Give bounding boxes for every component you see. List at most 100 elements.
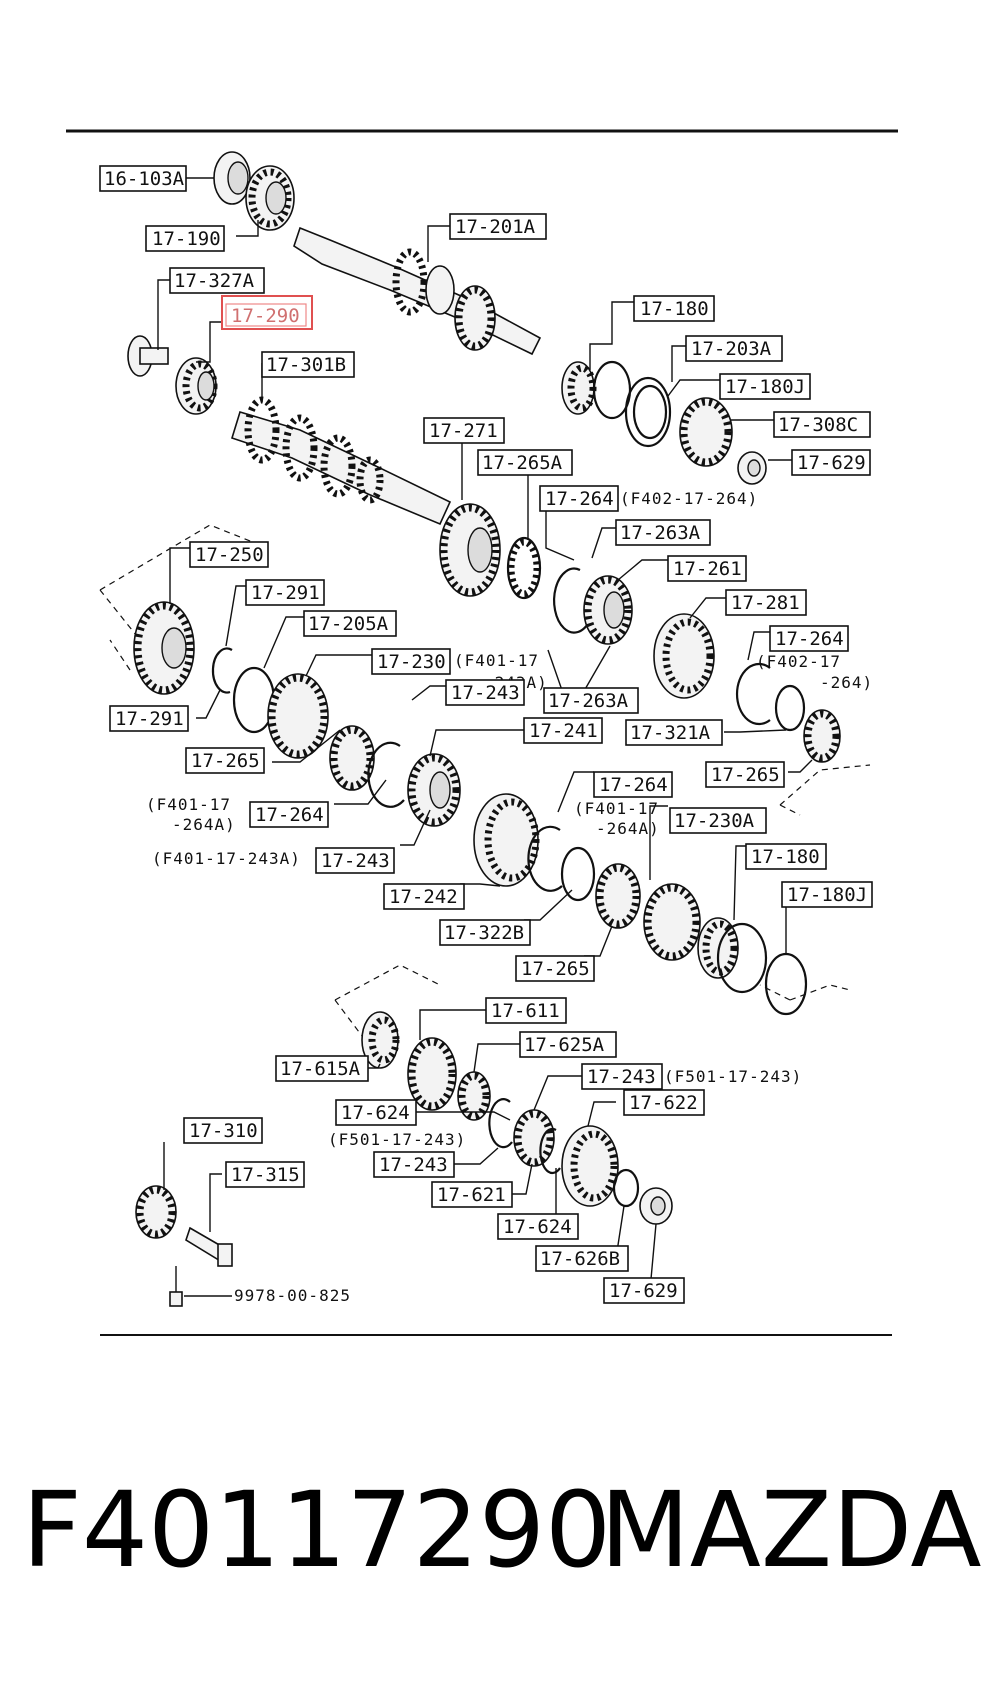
callout-17-243-b: 17-243 [315, 847, 395, 874]
callout-17-321A: 17-321A [625, 719, 723, 746]
callout-text: 17-180 [751, 846, 820, 868]
brand-name: MAZDA [600, 1469, 982, 1591]
clip-17-264-a-icon [553, 567, 591, 634]
note-f402-17-264: (F402-17-264) [620, 489, 758, 508]
gear-17-611-icon [407, 1037, 457, 1111]
callout-17-241: 17-241 [523, 717, 603, 744]
clip-17-291-icon [211, 647, 233, 694]
callout-17-327A: 17-327A [169, 267, 265, 294]
bolt-9978-00-825-icon [169, 1266, 183, 1307]
callout-text: 17-321A [630, 722, 711, 744]
callout-17-264-b: 17-264 [769, 625, 849, 652]
callout-17-265A: 17-265A [477, 449, 573, 476]
callout-17-629-top: 17-629 [791, 449, 871, 476]
group-outline-output [334, 964, 441, 1041]
callout-17-230A: 17-230A [669, 807, 767, 834]
exploded-parts-diagram: 16-103A 17-190 17-201A 17-327A 17-290 17… [66, 129, 898, 1336]
callout-17-624-b: 17-624 [497, 1213, 579, 1240]
callout-17-243-c: 17-243 [581, 1063, 663, 1090]
callout-text: 17-180 [640, 298, 709, 320]
callout-17-301B: 17-301B [261, 351, 355, 378]
callout-text: 17-621 [437, 1184, 506, 1206]
sleeve-17-281-icon [653, 613, 715, 699]
callout-text: 17-611 [491, 1000, 560, 1022]
ring-17-265-lower-icon [595, 863, 641, 929]
callout-text: 17-265 [711, 764, 780, 786]
callout-17-281: 17-281 [725, 589, 807, 616]
note-9978-00-825: 9978-00-825 [234, 1286, 351, 1305]
note-f401-17-243A-full: (F401-17-243A) [152, 849, 301, 868]
callout-text: 17-290 [231, 305, 300, 327]
callout-17-180J-lower: 17-180J [781, 881, 873, 908]
callout-17-622: 17-622 [623, 1089, 705, 1116]
callout-text: 17-203A [691, 338, 772, 360]
callout-17-625A: 17-625A [519, 1031, 617, 1058]
callout-17-310: 17-310 [183, 1117, 263, 1144]
note-f401-17-264A-b-line2: -264A) [596, 819, 660, 838]
gear-17-310-icon [135, 1185, 177, 1239]
cap-17-327A-icon [127, 335, 169, 377]
callout-text: 17-190 [152, 228, 221, 250]
part-number: F40117290 [22, 1469, 612, 1591]
note-f401-17-264A-a-line1: (F401-17 [146, 795, 231, 814]
callout-text: 17-230 [377, 651, 446, 673]
hub-17-261-icon [583, 575, 633, 645]
callout-17-263A-top: 17-263A [615, 519, 711, 546]
sleeve-17-622-icon [561, 1125, 619, 1207]
ring-17-625A-icon [457, 1071, 491, 1121]
callout-17-626B: 17-626B [535, 1245, 629, 1272]
group-outline-fifth [759, 764, 871, 1001]
callout-17-271: 17-271 [423, 417, 505, 444]
ring-17-321A-icon [774, 684, 806, 732]
callout-text: 17-264 [599, 774, 668, 796]
callout-text: 17-271 [429, 420, 498, 442]
shaft-17-315-icon [185, 1226, 233, 1267]
input-shaft-17-201A-icon [293, 226, 542, 356]
callout-17-180-top: 17-180 [633, 295, 715, 322]
ring-17-203A-icon [592, 360, 632, 420]
callout-text: 17-615A [280, 1058, 361, 1080]
callout-17-611: 17-611 [485, 997, 567, 1024]
callout-text: 17-263A [548, 690, 629, 712]
sleeve-17-242-icon [473, 793, 540, 887]
callout-text: 17-243 [587, 1066, 656, 1088]
clip-17-264-d-icon [527, 825, 563, 892]
callout-text: 17-263A [620, 522, 701, 544]
callout-17-265-right: 17-265 [705, 761, 785, 788]
gear-17-230A-icon [643, 883, 701, 961]
callout-text: 17-261 [673, 558, 742, 580]
note-f501-17-243-b: (F501-17-243) [328, 1130, 466, 1149]
callout-17-201A: 17-201A [449, 213, 547, 240]
note-f501-17-243-a: (F501-17-243) [664, 1067, 802, 1086]
ring-17-265-right-icon [803, 709, 841, 763]
ring-17-180J-lower-icon [764, 952, 808, 1016]
clip-17-264-b-icon [735, 662, 771, 726]
gear-17-308C-icon [679, 397, 733, 467]
callout-17-190: 17-190 [145, 225, 225, 252]
callout-17-290-highlighted[interactable]: 17-290 [221, 295, 313, 330]
callout-17-264-d: 17-264 [593, 771, 673, 798]
callout-text: 17-180J [787, 884, 867, 906]
ring-17-322B-icon [560, 846, 596, 902]
gear-17-250-icon [133, 601, 195, 695]
callout-text: 17-308C [778, 414, 858, 436]
gear-17-271-icon [439, 503, 501, 597]
ring-17-265A-icon [506, 536, 542, 600]
callout-17-629-lower: 17-629 [603, 1277, 685, 1304]
callout-text: 16-103A [104, 168, 185, 190]
bearing-17-180-top-icon [561, 361, 597, 415]
callout-text: 17-291 [251, 582, 320, 604]
nut-17-629-top-icon [737, 451, 767, 485]
callout-17-205A: 17-205A [303, 610, 397, 637]
ring-17-180J-top-icon [624, 376, 672, 448]
callout-text: 17-265A [482, 452, 563, 474]
callout-text: 17-243 [321, 850, 390, 872]
callout-text: 17-626B [540, 1248, 620, 1270]
callout-17-308C: 17-308C [773, 411, 871, 438]
callout-17-624-a: 17-624 [335, 1099, 417, 1126]
callout-text: 17-629 [797, 452, 866, 474]
clip-17-624-a-icon [488, 1098, 513, 1149]
ring-17-265-left-icon [329, 725, 375, 791]
callout-text: 17-625A [524, 1034, 605, 1056]
note-f402-17-264-b-line2: -264) [820, 673, 873, 692]
